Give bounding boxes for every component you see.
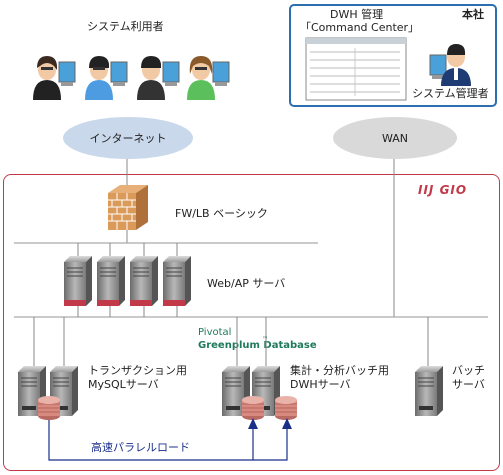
command-center-screenshot — [305, 37, 407, 101]
internet-cloud: インターネット — [63, 117, 193, 159]
iij-gio-logo: IIJ GIO — [418, 183, 468, 197]
batch-label-line2: サーバ — [452, 378, 485, 391]
hq-location: 本社 — [462, 8, 484, 21]
hq-title-line2: 「Command Center」 — [300, 21, 420, 34]
admin-label: システム管理者 — [412, 87, 489, 100]
greenplum-name: Greenplum Database — [198, 340, 317, 351]
hq-title-line1: DWH 管理 — [330, 8, 384, 21]
pivotal-label: Pivotal — [198, 327, 232, 338]
greenplum-trademark: ™ — [262, 336, 268, 343]
admin-user — [429, 44, 471, 86]
batch-label-line1: バッチ — [452, 364, 485, 377]
web-ap-servers — [63, 255, 192, 307]
mysql-label-line2: MySQLサーバ — [88, 378, 159, 391]
parallel-load-label: 高速パラレルロード — [91, 441, 190, 454]
wan-cloud: WAN — [333, 117, 457, 159]
firewall-label: FW/LB ベーシック — [175, 207, 268, 220]
dwh-label-line1: 集計・分析バッチ用 — [290, 364, 389, 377]
gio-cloud-boundary — [3, 174, 500, 471]
dwh-label-line2: DWHサーバ — [290, 378, 351, 391]
firewall-icon — [108, 185, 148, 230]
user-2 — [85, 56, 128, 100]
mysql-label-line1: トランザクション用 — [88, 364, 187, 377]
wan-label: WAN — [381, 131, 409, 145]
parallel-load-arrows — [48, 418, 292, 461]
internet-label: インターネット — [89, 132, 167, 145]
user-3 — [137, 56, 180, 100]
greenplum-label: Greenplum Database — [198, 340, 317, 351]
users-label: システム利用者 — [87, 20, 164, 33]
batch-server — [414, 365, 444, 417]
dwh-servers — [221, 365, 298, 421]
mysql-servers — [17, 365, 79, 421]
user-1 — [33, 56, 76, 100]
web-ap-label: Web/AP サーバ — [207, 277, 286, 290]
user-4 — [187, 56, 230, 100]
